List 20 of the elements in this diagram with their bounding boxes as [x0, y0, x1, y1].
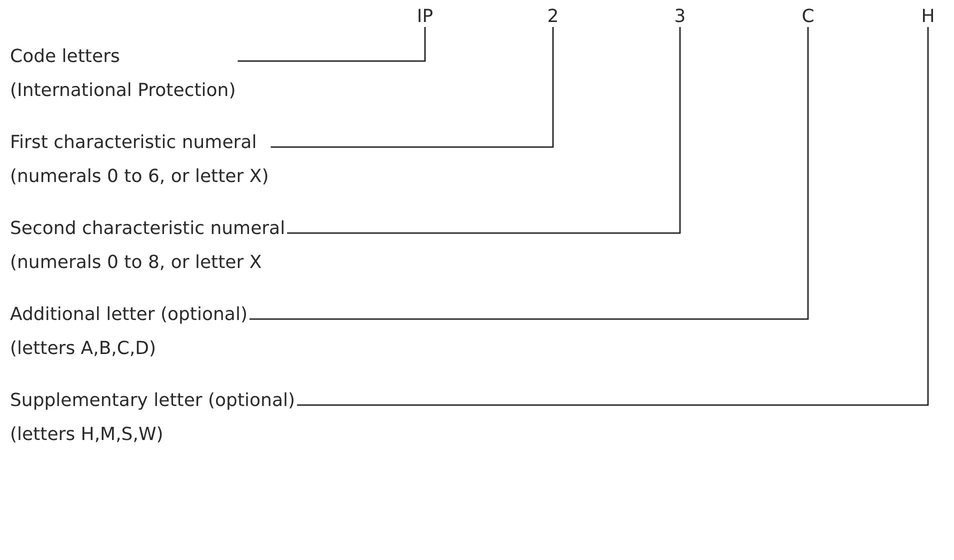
- leader-line: [270, 27, 554, 148]
- leader-line: [287, 27, 681, 234]
- code-symbol: C: [802, 6, 814, 27]
- description-heading: First characteristic numeral: [10, 131, 258, 155]
- description-heading: Supplementary letter (optional): [10, 389, 296, 413]
- code-symbol: H: [921, 6, 935, 27]
- code-symbol: 3: [674, 6, 686, 27]
- description-note: (numerals 0 to 8, or letter X: [10, 251, 263, 275]
- description-note: (letters H,M,S,W): [10, 423, 164, 447]
- code-symbol: 2: [547, 6, 559, 27]
- leader-line: [297, 27, 929, 406]
- description-heading: Code letters: [10, 45, 121, 69]
- description-note: (letters A,B,C,D): [10, 337, 158, 361]
- description-heading: Additional letter (optional): [10, 303, 248, 327]
- description-note: (International Protection): [10, 79, 236, 103]
- leader-line: [238, 27, 426, 62]
- description-note: (numerals 0 to 6, or letter X): [10, 165, 269, 189]
- description-heading: Second characteristic numeral: [10, 217, 286, 241]
- code-symbol: IP: [416, 6, 434, 27]
- leader-line: [249, 27, 809, 320]
